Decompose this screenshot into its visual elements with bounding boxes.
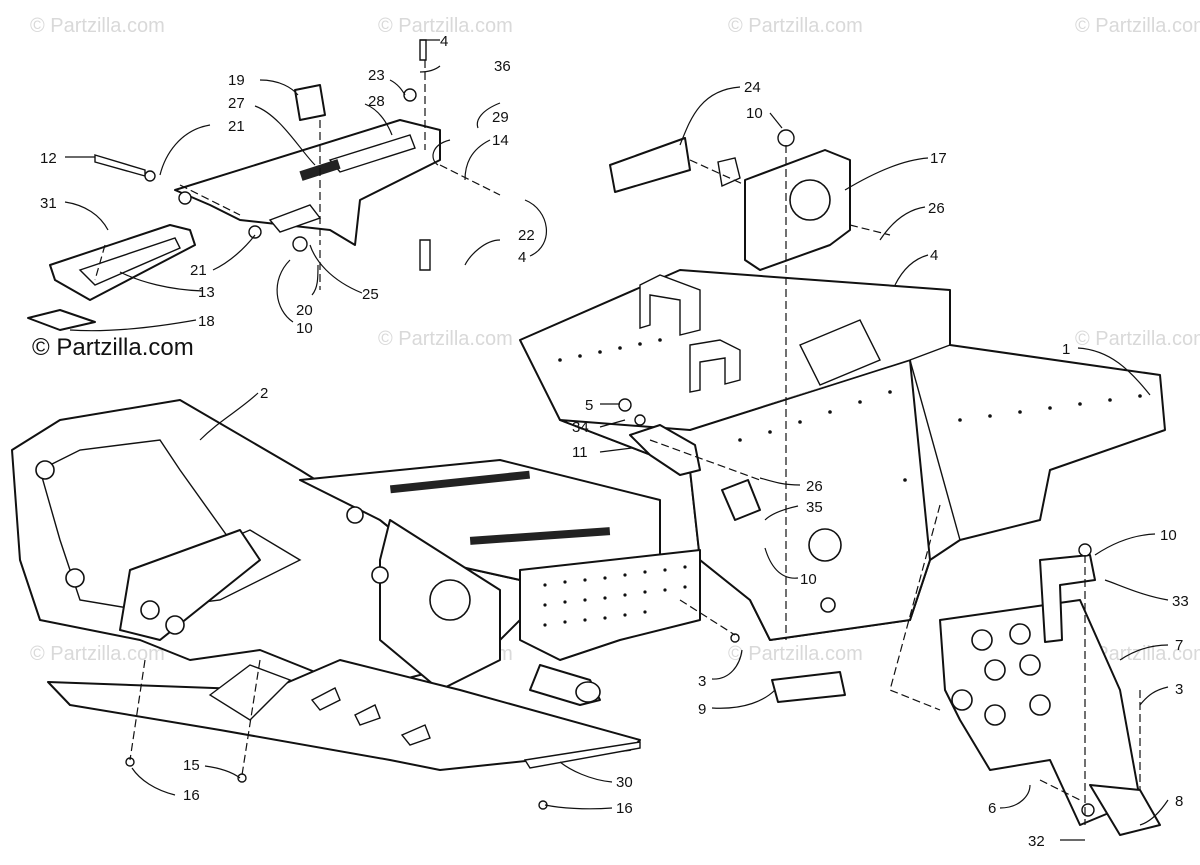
callout-25: 25 xyxy=(362,286,379,303)
callout-3: 3 xyxy=(698,673,706,690)
callout-19: 19 xyxy=(228,72,245,89)
callout-32: 32 xyxy=(1028,833,1045,850)
part-7-skid-plate xyxy=(939,554,1161,836)
perforation-pattern xyxy=(543,565,687,627)
callout-4: 4 xyxy=(440,33,448,50)
callout-2: 2 xyxy=(260,385,268,402)
callout-21: 21 xyxy=(228,118,245,135)
callout-13: 13 xyxy=(198,284,215,301)
part-30-belly-pan xyxy=(47,659,641,771)
callout-8: 8 xyxy=(1175,793,1183,810)
watermark: © Partzilla.com xyxy=(1075,15,1200,37)
callout-16: 16 xyxy=(183,787,200,804)
callout-5: 5 xyxy=(585,397,593,414)
callout-31: 31 xyxy=(40,195,57,212)
callout-15: 15 xyxy=(183,757,200,774)
callout-10: 10 xyxy=(800,571,817,588)
callout-11: 11 xyxy=(572,444,588,461)
callout-22: 22 xyxy=(518,227,535,244)
rivet-row xyxy=(558,338,1142,482)
callout-29: 29 xyxy=(492,109,509,126)
callout-numbers: 1 2 3 3 4 4 4 5 6 7 8 9 10 10 10 10 11 1… xyxy=(40,33,1189,850)
watermark: © Partzilla.com xyxy=(378,15,513,37)
callout-17: 17 xyxy=(930,150,947,167)
watermark: © Partzilla.com xyxy=(1075,328,1200,350)
callout-10: 10 xyxy=(296,320,313,337)
callout-20: 20 xyxy=(296,302,313,319)
callout-4: 4 xyxy=(518,249,526,266)
watermark: © Partzilla.com xyxy=(378,328,513,350)
callout-24: 24 xyxy=(744,79,761,96)
watermark: © Partzilla.com xyxy=(30,643,165,665)
part-17-24-bracket xyxy=(609,129,851,271)
callout-10: 10 xyxy=(746,105,763,122)
watermark: © Partzilla.com xyxy=(728,15,863,37)
callout-27: 27 xyxy=(228,95,245,112)
callout-36: 36 xyxy=(494,58,511,75)
callout-1: 1 xyxy=(1062,341,1070,358)
callout-21: 21 xyxy=(190,262,207,279)
callout-35: 35 xyxy=(806,499,823,516)
callout-23: 23 xyxy=(368,67,385,84)
callout-26: 26 xyxy=(928,200,945,217)
part-2-front-frame xyxy=(11,399,701,706)
callout-26: 26 xyxy=(806,478,823,495)
callout-18: 18 xyxy=(198,313,215,330)
callout-7: 7 xyxy=(1175,637,1183,654)
leader-lines xyxy=(64,39,1169,841)
callout-6: 6 xyxy=(988,800,996,817)
callout-4: 4 xyxy=(930,247,938,264)
callout-3: 3 xyxy=(1175,681,1183,698)
watermark: © Partzilla.com xyxy=(728,643,863,665)
callout-12: 12 xyxy=(40,150,57,167)
assembly-lines xyxy=(94,60,1141,825)
callout-34: 34 xyxy=(572,419,589,436)
part-11-35-brackets xyxy=(618,398,761,521)
callout-14: 14 xyxy=(492,132,509,149)
callout-33: 33 xyxy=(1172,593,1189,610)
part-9-block xyxy=(771,671,846,703)
upper-steering-assembly xyxy=(27,84,441,331)
callout-28: 28 xyxy=(368,93,385,110)
callout-9: 9 xyxy=(698,701,706,718)
callout-10: 10 xyxy=(1160,527,1177,544)
callout-30: 30 xyxy=(616,774,633,791)
watermark: © Partzilla.com xyxy=(30,15,165,37)
watermark-main: © Partzilla.com xyxy=(32,334,194,361)
callout-16: 16 xyxy=(616,800,633,817)
